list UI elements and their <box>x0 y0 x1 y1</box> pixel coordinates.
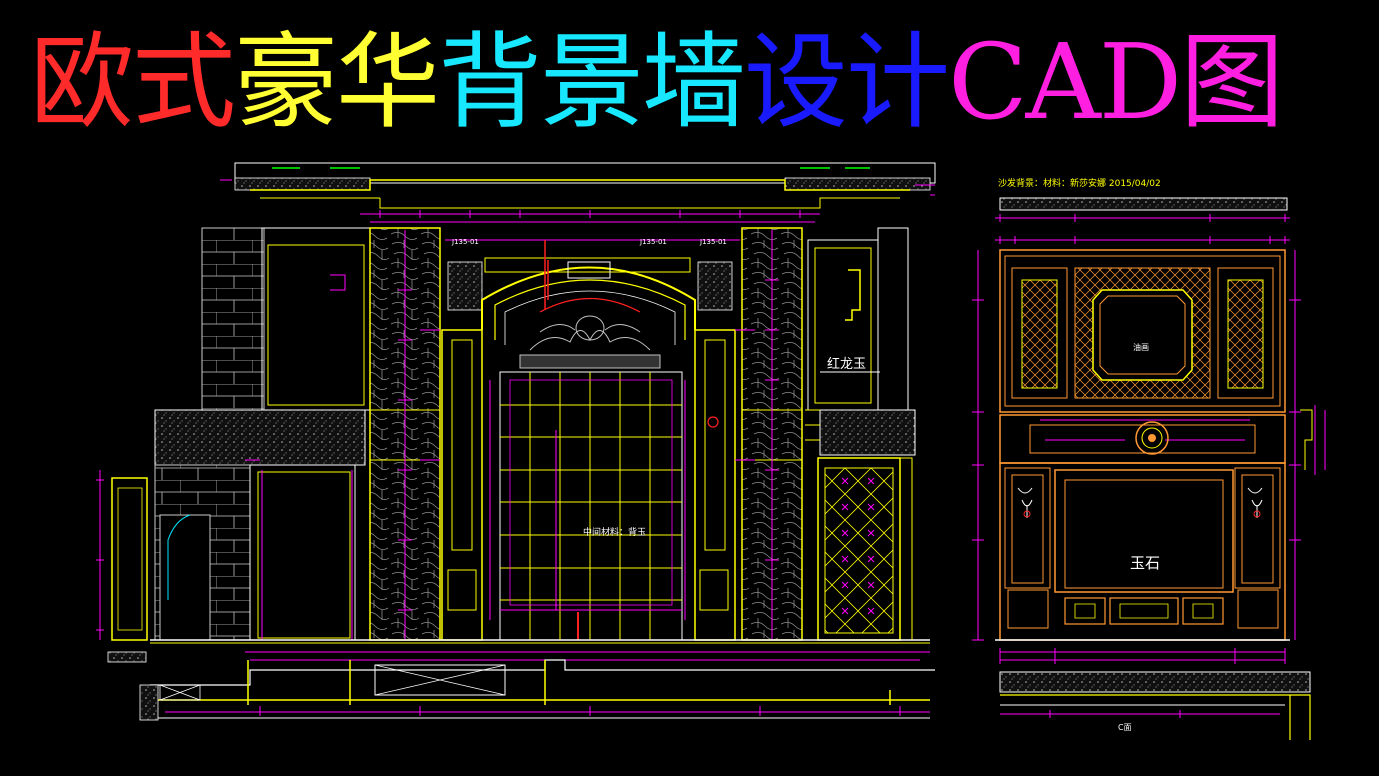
page-title: 欧式豪华背景墙设计CAD图 <box>30 21 1284 143</box>
left-ceiling-section <box>220 162 936 209</box>
section-mark-c: C面 <box>1118 723 1132 732</box>
tag-1: J135-01 <box>451 238 479 246</box>
tag-2: J135-01 <box>639 238 667 246</box>
granite-top-block <box>154 409 366 466</box>
label-center-material: 中间材料：背玉 <box>583 526 646 538</box>
left-dimension-marks <box>245 230 779 641</box>
left-floor-plan <box>139 651 935 721</box>
left-elevation: 红龙玉 中间材料：背玉 J135-01 J135-01 J135-01 <box>96 162 936 721</box>
brick-wall-column <box>201 227 265 411</box>
central-arch <box>481 257 696 345</box>
label-jade: 玉石 <box>1130 554 1160 572</box>
right-drawing-header: 沙发背景：材料：新莎安娜 2015/04/02 <box>998 177 1161 189</box>
title-part-1: 欧式 <box>30 21 236 143</box>
left-top-dimensions <box>360 210 820 241</box>
right-elevation: 沙发背景：材料：新莎安娜 2015/04/02 油画 <box>972 177 1326 740</box>
title-part-3: 背景墙 <box>438 21 746 143</box>
title-part-2: 豪华 <box>234 21 440 143</box>
tag-3: J135-01 <box>699 238 727 246</box>
title-part-4: 设计 <box>744 21 950 143</box>
label-center-line: 中间材料：背玉 <box>583 526 646 538</box>
label-oil-painting: 油画 <box>1133 342 1149 352</box>
carved-ornament <box>519 315 661 369</box>
label-red-dragon-jade: 红龙玉 <box>827 356 866 372</box>
lattice-panel <box>824 467 894 634</box>
title-part-5: CAD图 <box>948 21 1284 143</box>
